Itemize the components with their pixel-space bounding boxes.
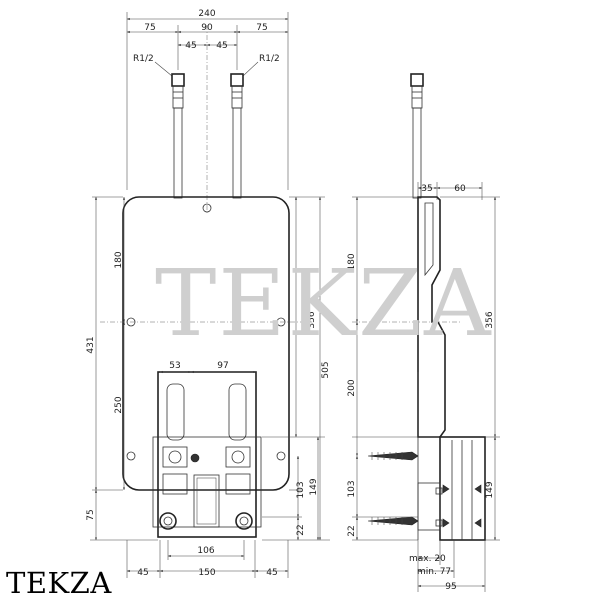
front-view: 240 75 90 75 45 45 R1/2 R1/2: [86, 9, 331, 578]
front-inner-dimensions: 53 97: [160, 361, 256, 374]
dim-right-149: 149: [309, 478, 319, 495]
side-profile: [352, 196, 486, 541]
valve-body: [152, 371, 262, 538]
front-top-dimensions: 240 75 90 75 45 45 R1/2 R1/2: [126, 9, 289, 215]
dim-left-250: 250: [114, 396, 124, 413]
front-left-dimensions: 431 180 250 75: [86, 196, 158, 541]
side-dim-60: 60: [454, 184, 466, 194]
side-bottom-dimensions: max. 20 min. 77 95: [409, 540, 486, 592]
dim-half-left: 45: [185, 41, 196, 51]
dim-left-431: 431: [86, 336, 96, 353]
side-view: 35 60: [347, 73, 500, 592]
dim-right-22: 22: [296, 524, 306, 535]
side-dim-22: 22: [347, 525, 357, 536]
side-dim-max20: max. 20: [409, 554, 446, 564]
side-screws: [367, 451, 419, 526]
thread-label-right: R1/2: [259, 54, 280, 64]
dim-overall-width: 240: [198, 9, 215, 19]
thread-label-left: R1/2: [133, 54, 154, 64]
dim-right-356: 356: [307, 311, 317, 328]
side-dim-103: 103: [347, 480, 357, 497]
side-dim-149: 149: [485, 481, 495, 498]
dim-inner-53: 53: [169, 361, 180, 371]
dim-bottom-45-right: 45: [266, 568, 277, 578]
dim-left-180: 180: [114, 251, 124, 268]
dim-left-75: 75: [86, 509, 96, 520]
side-pipe: [410, 73, 424, 199]
dim-top-right: 75: [256, 23, 267, 33]
watermark: TEKZA: [155, 250, 493, 357]
side-dim-95: 95: [445, 582, 456, 592]
dim-half-right: 45: [216, 41, 227, 51]
dim-bottom-150: 150: [198, 568, 215, 578]
dim-top-left: 75: [144, 23, 155, 33]
supply-pipes: [171, 73, 244, 199]
side-dim-180: 180: [347, 253, 357, 270]
side-dim-200: 200: [347, 379, 357, 396]
side-dim-min77: min. 77: [417, 567, 451, 577]
side-right-dimensions: 356 149: [440, 196, 500, 541]
dim-bottom-45-left: 45: [137, 568, 148, 578]
front-bottom-dimensions: 106 45 150 45: [126, 540, 289, 578]
dim-inner-97: 97: [217, 361, 228, 371]
dim-right-103: 103: [296, 481, 306, 498]
front-right-dimensions: 356 505 149 103 22: [262, 196, 331, 541]
side-dim-35: 35: [421, 184, 432, 194]
dim-right-505: 505: [321, 361, 331, 378]
side-left-dimensions: 180 200 103 22: [347, 196, 418, 541]
side-dim-356: 356: [485, 311, 495, 328]
brand-label: TEKZA: [6, 566, 112, 600]
dim-bottom-106: 106: [197, 546, 214, 556]
